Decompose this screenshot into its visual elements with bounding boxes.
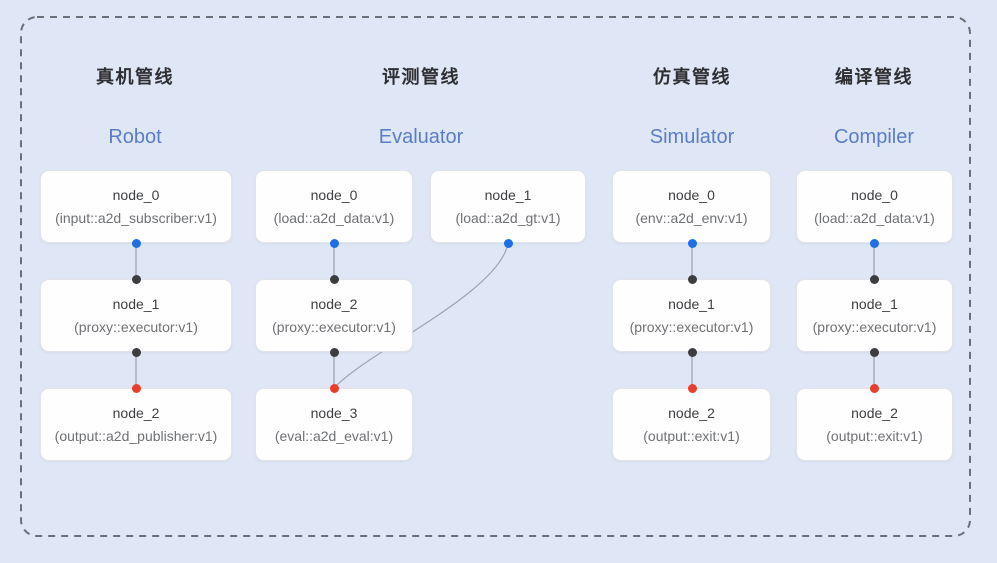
node-type: (env::a2d_env:v1): [635, 209, 748, 226]
edge-evaluator-1-3: [333, 242, 509, 389]
node-card-evaluator-node-3[interactable]: node_3 (eval::a2d_eval:v1): [255, 388, 413, 461]
pipeline-title-en-simulator: Simulator: [649, 126, 735, 148]
node-card-simulator-node-0[interactable]: node_0 (env::a2d_env:v1): [612, 170, 771, 243]
node-type: (load::a2d_data:v1): [273, 209, 395, 226]
sink-port-dot[interactable]: [329, 383, 339, 393]
sink-port-dot[interactable]: [687, 383, 697, 393]
source-port-dot[interactable]: [687, 238, 697, 248]
node-title: node_0: [112, 186, 160, 203]
node-type: (load::a2d_gt:v1): [455, 209, 561, 226]
node-type: (proxy::executor:v1): [272, 318, 396, 335]
pipeline-title-zh-evaluator: 评测管线: [382, 67, 460, 87]
node-title: node_0: [851, 186, 898, 203]
relay-port-dot[interactable]: [869, 347, 879, 357]
node-type: (input::a2d_subscriber:v1): [55, 209, 217, 226]
pipeline-title-en-robot: Robot: [108, 126, 162, 148]
node-type: (proxy::executor:v1): [812, 318, 937, 335]
node-card-robot-node-1[interactable]: node_1 (proxy::executor:v1): [40, 279, 232, 352]
node-title: node_2: [851, 404, 898, 421]
node-type: (proxy::executor:v1): [74, 318, 198, 335]
node-card-simulator-node-1[interactable]: node_1 (proxy::executor:v1): [612, 279, 771, 352]
node-type: (output::exit:v1): [826, 427, 923, 444]
node-type: (proxy::executor:v1): [629, 318, 754, 335]
node-title: node_2: [310, 295, 358, 312]
node-title: node_1: [484, 186, 532, 203]
source-port-dot[interactable]: [131, 238, 141, 248]
node-title: node_2: [112, 404, 160, 421]
sink-port-dot[interactable]: [131, 383, 141, 393]
node-type: (output::a2d_publisher:v1): [54, 427, 218, 444]
node-type: (load::a2d_data:v1): [814, 209, 935, 226]
node-title: node_1: [668, 295, 715, 312]
pipeline-title-zh-robot: 真机管线: [96, 67, 174, 87]
node-title: node_1: [112, 295, 160, 312]
relay-port-dot[interactable]: [131, 274, 141, 284]
group-dashed-border: [20, 16, 971, 537]
node-type: (eval::a2d_eval:v1): [274, 427, 394, 444]
relay-port-dot[interactable]: [869, 274, 879, 284]
node-card-evaluator-node-0[interactable]: node_0 (load::a2d_data:v1): [255, 170, 413, 243]
pipeline-title-zh-compiler: 编译管线: [835, 67, 913, 87]
relay-port-dot[interactable]: [687, 274, 697, 284]
node-title: node_0: [668, 186, 715, 203]
node-card-evaluator-node-2[interactable]: node_2 (proxy::executor:v1): [255, 279, 413, 352]
pipeline-title-en-evaluator: Evaluator: [378, 126, 464, 148]
node-card-compiler-node-2[interactable]: node_2 (output::exit:v1): [796, 388, 953, 461]
pipeline-title-zh-simulator: 仿真管线: [653, 67, 731, 87]
relay-port-dot[interactable]: [329, 274, 339, 284]
node-title: node_3: [310, 404, 358, 421]
node-title: node_2: [668, 404, 715, 421]
relay-port-dot[interactable]: [131, 347, 141, 357]
node-card-compiler-node-0[interactable]: node_0 (load::a2d_data:v1): [796, 170, 953, 243]
relay-port-dot[interactable]: [687, 347, 697, 357]
node-type: (output::exit:v1): [643, 427, 740, 444]
node-card-robot-node-2[interactable]: node_2 (output::a2d_publisher:v1): [40, 388, 232, 461]
node-card-simulator-node-2[interactable]: node_2 (output::exit:v1): [612, 388, 771, 461]
source-port-dot[interactable]: [503, 238, 513, 248]
node-card-robot-node-0[interactable]: node_0 (input::a2d_subscriber:v1): [40, 170, 232, 243]
node-title: node_1: [851, 295, 898, 312]
node-title: node_0: [310, 186, 358, 203]
node-card-evaluator-node-1[interactable]: node_1 (load::a2d_gt:v1): [430, 170, 586, 243]
source-port-dot[interactable]: [869, 238, 879, 248]
source-port-dot[interactable]: [329, 238, 339, 248]
node-card-compiler-node-1[interactable]: node_1 (proxy::executor:v1): [796, 279, 953, 352]
sink-port-dot[interactable]: [869, 383, 879, 393]
relay-port-dot[interactable]: [329, 347, 339, 357]
pipeline-title-en-compiler: Compiler: [833, 126, 915, 148]
